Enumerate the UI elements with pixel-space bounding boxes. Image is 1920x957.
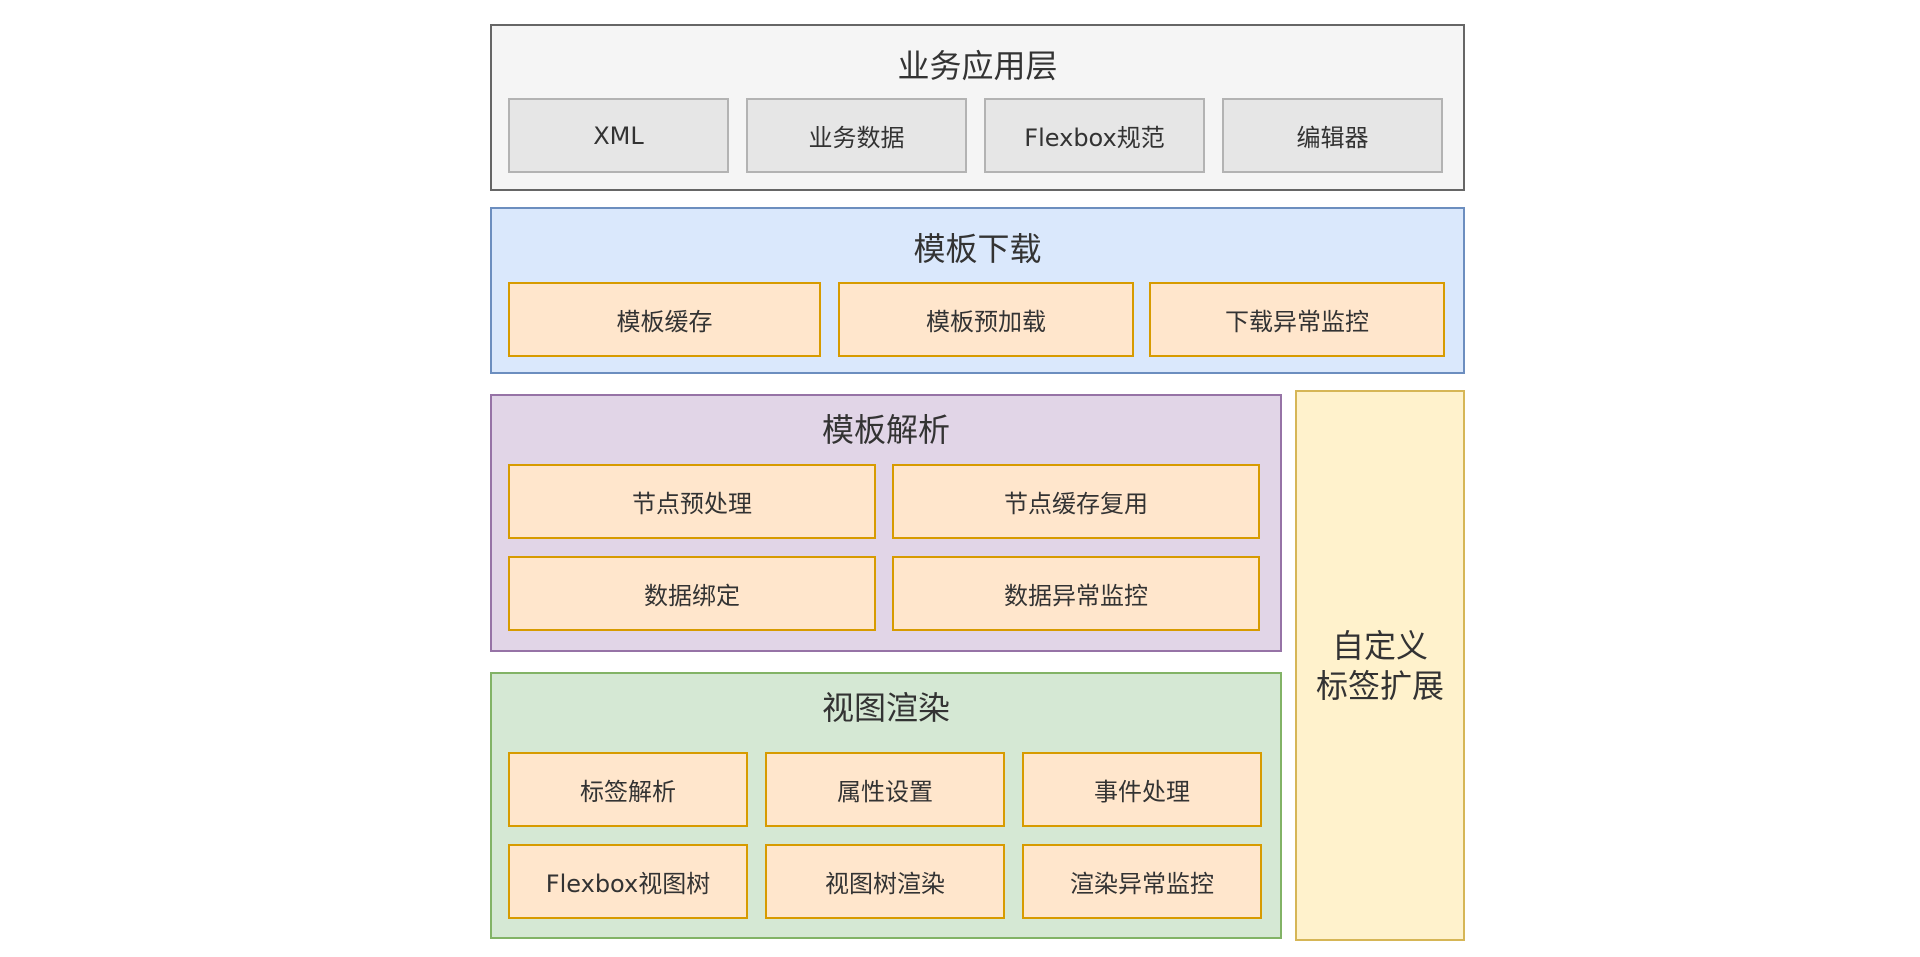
business-item-flexbox-spec: Flexbox规范 xyxy=(984,98,1205,173)
business-application-layer: 业务应用层 XML 业务数据 Flexbox规范 编辑器 xyxy=(490,24,1465,191)
custom-extension-line1: 自定义 xyxy=(1331,626,1428,665)
download-item-template-preload: 模板预加载 xyxy=(838,282,1134,357)
render-item-tag-parse: 标签解析 xyxy=(508,752,748,827)
download-layer-title: 模板下载 xyxy=(913,230,1042,268)
custom-extension-title: 自定义 标签扩展 xyxy=(1316,626,1444,706)
parse-item-data-exception-monitor: 数据异常监控 xyxy=(892,556,1260,631)
render-item-flexbox-view-tree: Flexbox视图树 xyxy=(508,844,748,919)
business-item-xml: XML xyxy=(508,98,729,173)
custom-tag-extension: 自定义 标签扩展 xyxy=(1295,390,1465,941)
view-render-layer: 视图渲染 标签解析 属性设置 事件处理 Flexbox视图树 视图树渲染 渲染异… xyxy=(490,672,1282,939)
download-item-template-cache: 模板缓存 xyxy=(508,282,821,357)
download-item-exception-monitor: 下载异常监控 xyxy=(1149,282,1445,357)
business-item-business-data: 业务数据 xyxy=(746,98,967,173)
render-item-render-exception-monitor: 渲染异常监控 xyxy=(1022,844,1262,919)
render-item-event-handling: 事件处理 xyxy=(1022,752,1262,827)
parse-item-node-preprocess: 节点预处理 xyxy=(508,464,876,539)
render-item-attribute-setting: 属性设置 xyxy=(765,752,1005,827)
business-item-editor: 编辑器 xyxy=(1222,98,1443,173)
parse-layer-title: 模板解析 xyxy=(821,411,950,449)
render-layer-title: 视图渲染 xyxy=(821,689,950,727)
parse-item-node-cache-reuse: 节点缓存复用 xyxy=(892,464,1260,539)
business-layer-title: 业务应用层 xyxy=(897,47,1058,85)
parse-item-data-binding: 数据绑定 xyxy=(508,556,876,631)
custom-extension-line2: 标签扩展 xyxy=(1315,666,1444,705)
template-parse-layer: 模板解析 节点预处理 节点缓存复用 数据绑定 数据异常监控 xyxy=(490,394,1282,652)
render-item-view-tree-render: 视图树渲染 xyxy=(765,844,1005,919)
template-download-layer: 模板下载 模板缓存 模板预加载 下载异常监控 xyxy=(490,207,1465,374)
